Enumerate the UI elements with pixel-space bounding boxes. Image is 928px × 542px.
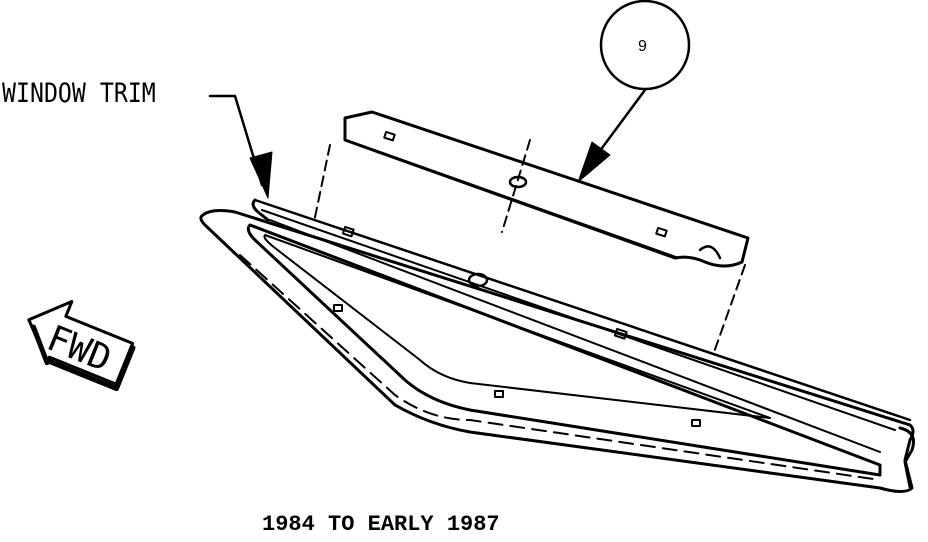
fwd-label: FWD: [41, 318, 117, 380]
window-trim-outer-edge: [199, 209, 915, 493]
alignment-line-right: [712, 264, 746, 356]
window-trim-label: WINDOW TRIM: [2, 78, 156, 109]
window-trim-inner-edge: [246, 223, 882, 477]
window-trim-arrowhead: [249, 151, 273, 199]
trim-flange-line-2: [261, 209, 896, 431]
diagram-caption: 1984 TO EARLY 1987: [262, 512, 500, 537]
clip-strip: [343, 110, 750, 268]
screw-hole-trim: [467, 272, 489, 288]
trim-flange-line-3: [269, 219, 881, 453]
slot-strip-left: [383, 130, 396, 142]
slot-strip-right: [655, 226, 668, 238]
slot-trim-2: [613, 327, 628, 340]
slot-trim-1: [341, 225, 355, 238]
callout-arrowhead: [577, 141, 611, 183]
clip-strip-curl: [698, 245, 722, 260]
trim-end-cap: [898, 426, 915, 489]
slot-trim-5: [691, 419, 701, 427]
trim-flange-line-1: [253, 198, 912, 422]
alignment-line-center: [501, 139, 531, 233]
window-trim-leader: [208, 94, 264, 187]
clip-strip-fold: [343, 138, 680, 260]
slot-trim-4: [494, 390, 504, 398]
trim-flange-lip: [251, 198, 270, 222]
callout-number: 9: [638, 38, 647, 55]
fwd-arrow-icon: [27, 300, 136, 392]
window-glass-edge: [263, 234, 771, 419]
alignment-line-left: [313, 144, 331, 223]
hidden-edge-lower: [239, 254, 881, 481]
slot-trim-3: [333, 304, 343, 312]
